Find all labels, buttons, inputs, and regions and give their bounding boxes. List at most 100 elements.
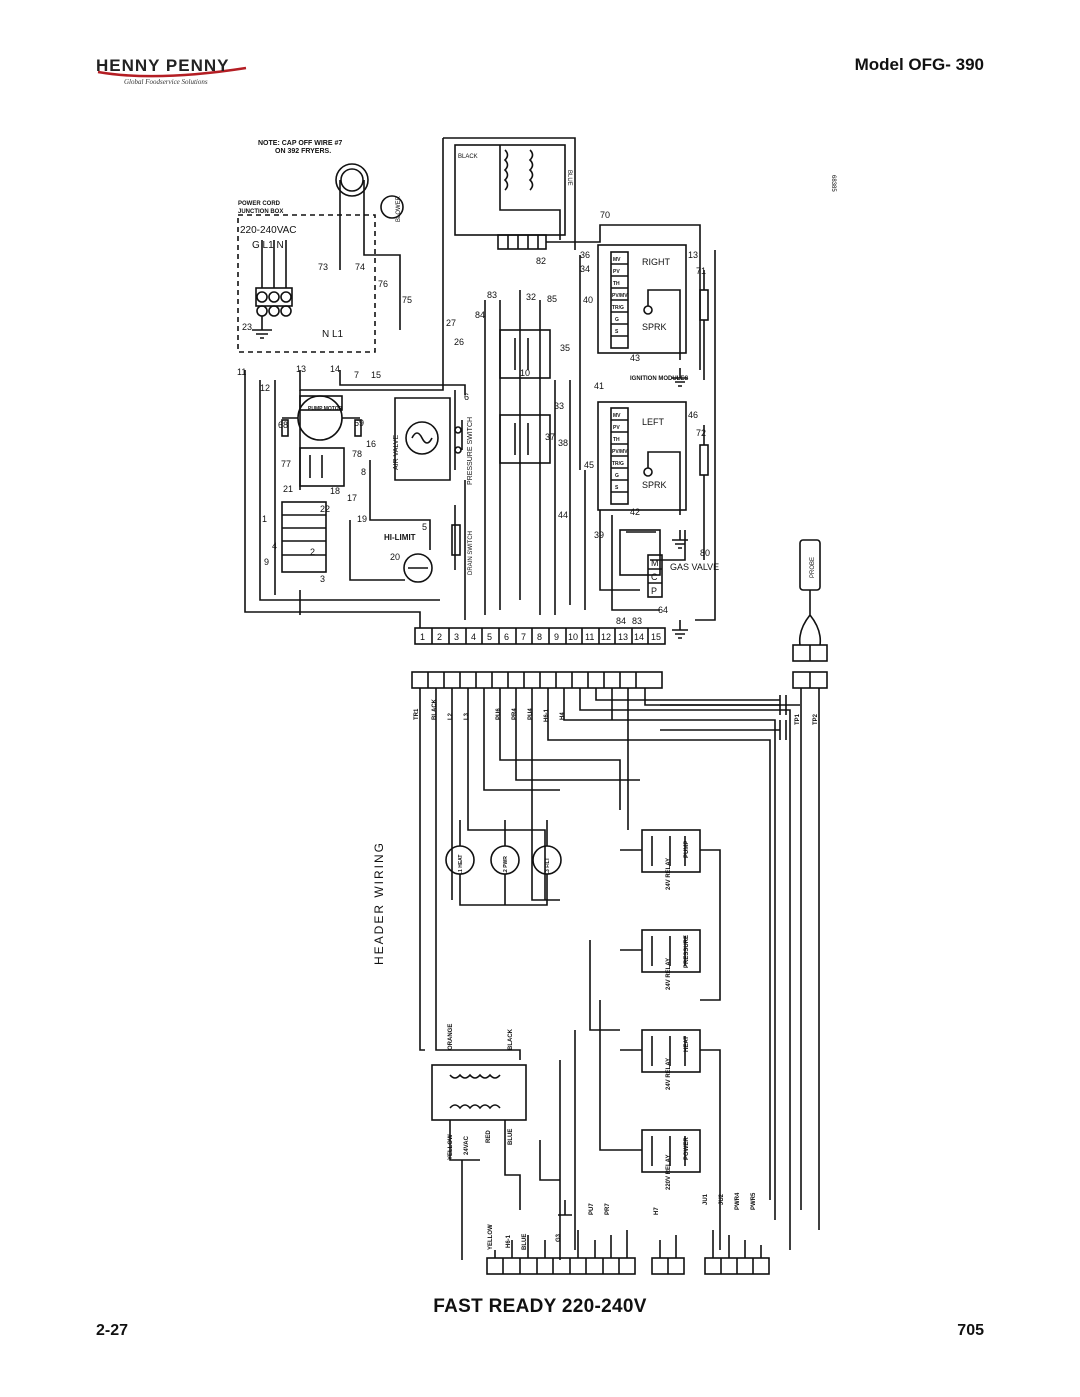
transformer-yellow: YELLOW [448,1134,454,1160]
terminal-10: 10 [568,632,578,642]
wire-11: 11 [237,367,246,377]
header-pin-pr4: PR4 [512,708,518,720]
wire-13: 13 [688,250,698,260]
terminal-14: 14 [634,632,644,642]
header-pin-black: BLACK [432,698,438,720]
wire-22: 22 [320,504,330,514]
right-pin-g: G [615,317,619,323]
wire-78: 78 [352,449,362,459]
left-pin-mv: MV [613,413,621,419]
terminal-5: 5 [487,632,492,642]
wire-13b: 13 [296,364,306,374]
transformer-red: RED [486,1130,492,1143]
header-pin-tr1: TR1 [414,708,420,720]
blower-label: BLOWER [396,195,402,222]
wire-5: 5 [422,522,427,532]
transformer-24vac: 24VAC [464,1135,470,1155]
right-pin-trg: TR/G [612,305,624,311]
wire-41: 41 [594,381,604,391]
right-pin-s: S [615,329,619,335]
bottom-pr7: PR7 [605,1203,611,1215]
relay-1-type: 24V RELAY [666,858,672,890]
wire-14: 14 [330,364,340,374]
left-module-label: LEFT [642,417,665,427]
voltage-label: 220-240VAC [240,225,297,236]
wire-46: 46 [688,410,698,420]
terminal-7: 7 [521,632,526,642]
wire-18: 18 [330,486,340,496]
gas-valve-label: GAS VALVE [670,562,719,572]
bottom-yellow: YELLOW [488,1224,494,1250]
bottom-pu7: PU7 [589,1203,595,1215]
wire-84b: 84 [616,616,626,626]
right-sprk-label: SPRK [642,322,667,332]
wire-39: 39 [594,530,604,540]
header-pin-h6-1: H6-1 [544,708,550,722]
wire-2: 2 [310,547,315,557]
wire-77: 77 [281,459,291,469]
bottom-g3: G3 [556,1233,562,1242]
header-wiring-label: HEADER WIRING [372,841,386,965]
left-pin-g: G [615,473,619,479]
brand-name: HENNY PENNY [96,56,230,75]
wire-71: 71 [696,266,706,276]
bottom-ju2: JU2 [719,1193,725,1205]
terminal-1: 1 [420,632,425,642]
header-pin-l2: L2 [448,712,454,720]
relay-pump-label: PUMP [684,841,690,858]
terminal-8: 8 [537,632,542,642]
valve-pin-c: C [651,572,658,582]
wire-8: 8 [361,467,366,477]
hi-limit-label: HI-LIMIT [384,533,416,542]
wire-16: 16 [366,439,376,449]
relay-power-label: POWER [684,1137,690,1160]
left-pin-pvmv: PV/MV [612,449,628,455]
document-number: 705 [957,1322,984,1339]
wire-72: 72 [696,428,706,438]
ignition-modules-label: IGNITION MODULES [630,376,688,382]
wire-69: 69 [354,418,364,428]
power-cord-label-2: JUNCTION BOX [238,209,283,215]
diagram-caption: FAST READY 220-240V [433,1296,647,1317]
wire-21: 21 [283,484,293,494]
bottom-h7: H7 [654,1207,660,1215]
left-pin-th: TH [613,437,620,443]
wire-34: 34 [580,264,590,274]
air-valve-label: AIR VALVE [393,435,400,470]
transformer-orange: ORANGE [448,1024,454,1050]
terminal-15: 15 [651,632,661,642]
right-pin-pv: PV [613,269,620,275]
pressure-switch-label: PRESSURE SWITCH [467,417,474,485]
wire-7: 7 [354,370,359,380]
wire-32: 32 [526,292,536,302]
bottom-h6-1: H6-1 [506,1234,512,1248]
valve-pin-m: M [651,558,659,568]
wire-76: 76 [378,279,388,289]
wire-19: 19 [357,514,367,524]
left-sprk-label: SPRK [642,480,667,490]
wire-12: 12 [260,383,270,393]
wire-23: 23 [242,322,252,332]
bottom-ju1: JU1 [703,1193,709,1205]
lamp-l2-pwr: L2 PWR [503,856,509,875]
right-pin-mv: MV [613,257,621,263]
wire-3: 3 [320,574,325,584]
wire-83b: 83 [632,616,642,626]
wire-40: 40 [583,295,593,305]
wire-36: 36 [580,250,590,260]
power-cord-label-1: POWER CORD [238,201,281,207]
blue-wire-label: BLUE [566,170,572,186]
wire-42: 42 [630,507,640,517]
note-line-2: ON 392 FRYERS. [275,148,331,155]
left-pin-trg: TR/G [612,461,624,467]
relay-3-type: 24V RELAY [666,1058,672,1090]
model-title: Model OFG- 390 [854,55,984,74]
terminal-2: 2 [437,632,442,642]
note-line-1: NOTE: CAP OFF WIRE #7 [258,140,342,147]
lamp-l1-heat: L1 HEAT [458,855,464,875]
right-module-label: RIGHT [642,257,671,267]
wire-9: 9 [264,557,269,567]
henny-penny-logo: HENNY PENNY Global Foodservice Solutions [96,56,296,96]
transformer-black: BLACK [508,1028,514,1050]
wire-6: 6 [464,392,469,402]
